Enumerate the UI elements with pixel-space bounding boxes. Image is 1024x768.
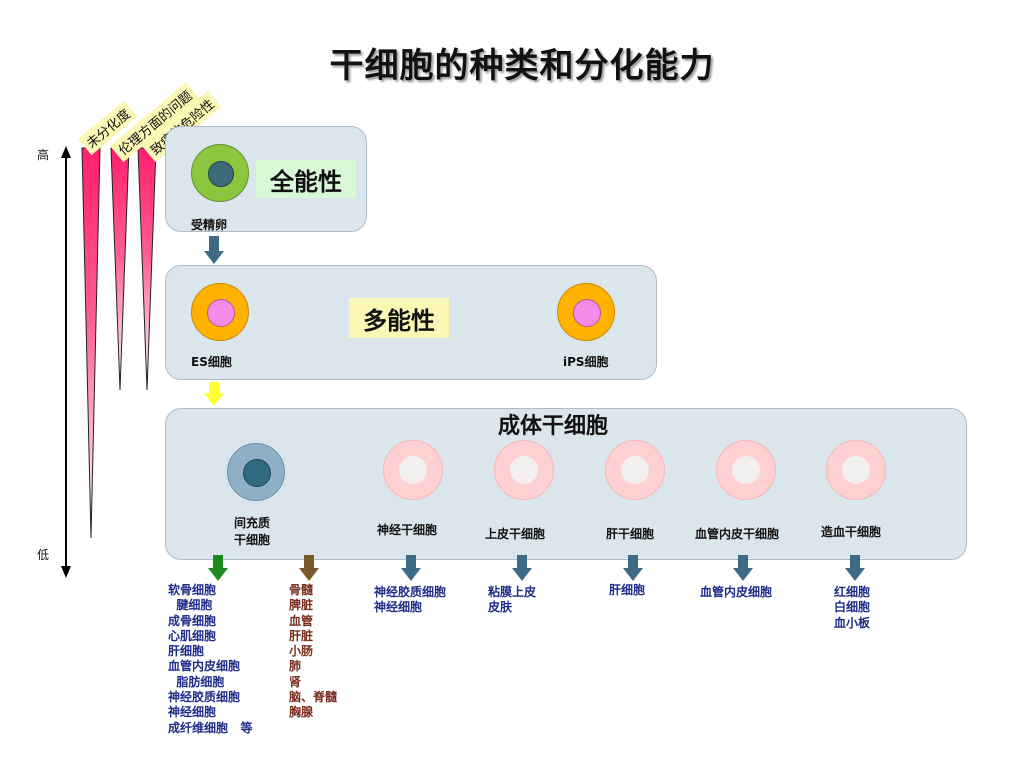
hematopoietic-label: 造血干细胞 [821, 525, 882, 539]
arrow-neural [401, 555, 421, 581]
zygote-nucleus [208, 161, 234, 187]
hematopoietic-stem-cell [826, 440, 886, 500]
scale-high-label: 高 [37, 148, 50, 162]
zygote-cell [191, 144, 249, 202]
arrow-epithelial [512, 555, 532, 581]
scale-arrow-up [61, 146, 71, 158]
zygote-label: 受精卵 [191, 218, 228, 232]
es-cell-label: ES细胞 [191, 355, 232, 369]
mesenchymal-derived-cells: 软骨细胞 腱细胞 成骨细胞 心肌细胞 肝细胞 血管内皮细胞 脂肪细胞 神经胶质细… [168, 583, 253, 735]
scale-graphic [61, 146, 157, 578]
epithelial-label: 上皮干细胞 [485, 527, 546, 541]
neural-cell-nucleus [399, 456, 427, 484]
arrow-zygote-to-es [204, 236, 224, 264]
mesenchymal-stem-cell [227, 443, 285, 501]
mesenchymal-nucleus [243, 459, 271, 487]
ips-cell [557, 283, 615, 341]
liver-label: 肝干细胞 [606, 527, 655, 541]
arrow-mesenchymal-tissues [299, 555, 319, 581]
arrow-vascular [733, 555, 753, 581]
hematopoietic-cell-nucleus [842, 456, 870, 484]
arrow-liver [623, 555, 643, 581]
mesenchymal-label: 间充质 干细胞 [234, 516, 271, 547]
liver-cell-nucleus [621, 456, 649, 484]
cancer-risk-triangle [137, 147, 157, 391]
vascular-derived-cells: 血管内皮细胞 [700, 585, 773, 599]
ethics-triangle [110, 147, 130, 391]
liver-derived-cells: 肝细胞 [609, 583, 646, 597]
pluripotent-badge: 多能性 [349, 298, 449, 338]
es-cell [191, 283, 249, 341]
page-title: 干细胞的种类和分化能力 [329, 46, 715, 86]
neural-derived-cells: 神经胶质细胞 神经细胞 [374, 585, 447, 615]
totipotent-badge: 全能性 [256, 160, 356, 198]
arrow-mesenchymal-cells [208, 555, 228, 581]
adult-stem-cell-title: 成体干细胞 [498, 414, 609, 439]
vascular-stem-cell [716, 440, 776, 500]
es-cell-nucleus [207, 299, 235, 327]
arrow-hematopoietic [845, 555, 865, 581]
mesenchymal-source-tissues: 骨髓 脾脏 血管 肝脏 小肠 肺 肾 脑、脊髓 胸腺 [289, 583, 338, 720]
scale-arrow-down [61, 566, 71, 578]
undifferentiation-triangle [81, 147, 101, 539]
vascular-label: 血管内皮干细胞 [695, 527, 780, 541]
epithelial-cell-nucleus [510, 456, 538, 484]
ips-cell-label: iPS细胞 [563, 355, 609, 369]
neural-stem-cell [383, 440, 443, 500]
arrow-es-to-adult [204, 382, 224, 406]
hematopoietic-derived-cells: 红细胞 白细胞 血小板 [834, 585, 871, 630]
neural-label: 神经干细胞 [377, 523, 438, 537]
epithelial-stem-cell [494, 440, 554, 500]
scale-low-label: 低 [37, 548, 50, 562]
vascular-cell-nucleus [732, 456, 760, 484]
ips-cell-nucleus [573, 299, 601, 327]
epithelial-derived-cells: 粘膜上皮 皮肤 [488, 585, 537, 615]
liver-stem-cell [605, 440, 665, 500]
